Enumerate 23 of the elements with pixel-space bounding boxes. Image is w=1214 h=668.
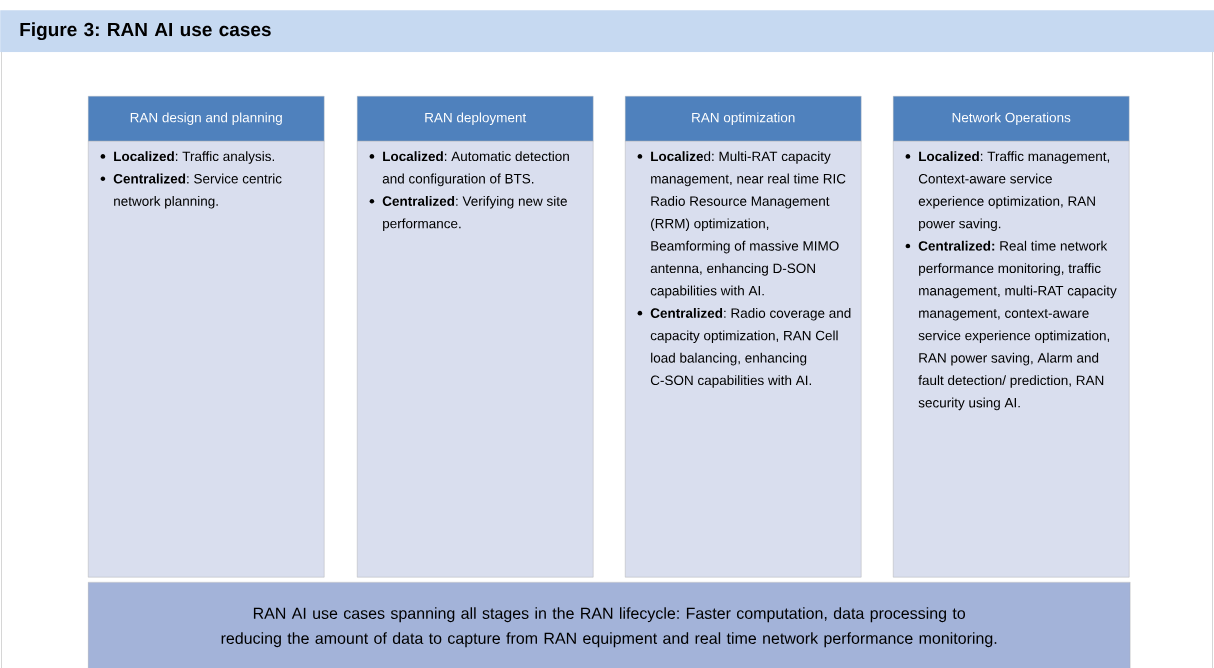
summary-band [88, 582, 1131, 668]
column-heading: RAN deployment [425, 112, 527, 125]
header-box [357, 96, 594, 142]
bullet-text: Localized: Traffic management, Context-aware service experience optimization, RAN power saving. [905, 151, 1110, 231]
column-panel [893, 141, 1130, 578]
header-box [88, 96, 325, 142]
bullet-text: Centralized: Radio coverage and capacity optimization, RAN Cell load balancing, enhancing C-SON capabilities with AI. [637, 308, 851, 388]
column-panel [357, 141, 594, 578]
bullet-text: Centralized: Real time network performance monitoring, traffic management, multi-RAT capacity management, context-aware service experience optimization, RAN power saving, Alarm and fault detection/ prediction, RAN security using AI. [905, 240, 1117, 411]
bullet-text: Centralized: Verifying new site performance. [369, 196, 567, 231]
column-panel [88, 141, 325, 578]
bullet-text: Localized: Automatic detection and configuration of BTS. [369, 151, 569, 187]
bullet-text: Localized: Multi-RAT capacity management, near real time RIC Radio Resource Management (RRM) optimization, Beamforming of massive MIMO antenna, enhancing D-SON capabilities with AI. [637, 151, 846, 299]
column-heading: Network Operations [952, 112, 1071, 125]
title-band: Figure 3: RAN AI use cases [0, 10, 1214, 53]
column-heading: RAN optimization [692, 112, 795, 125]
header-box [893, 96, 1130, 142]
column-panel [625, 141, 862, 578]
header-box [625, 96, 862, 142]
bullet-text: Localized: Traffic analysis. [100, 151, 274, 164]
column-heading: RAN design and planning [130, 112, 282, 125]
bullet-text: Centralized: Service centric network planning. [100, 173, 282, 209]
summary-text: RAN AI use cases spanning all stages in the RAN lifecycle: Faster computation, data processing to reducing the amount of data to capture from RAN equipment and real time network performance monitoring. [221, 607, 997, 648]
